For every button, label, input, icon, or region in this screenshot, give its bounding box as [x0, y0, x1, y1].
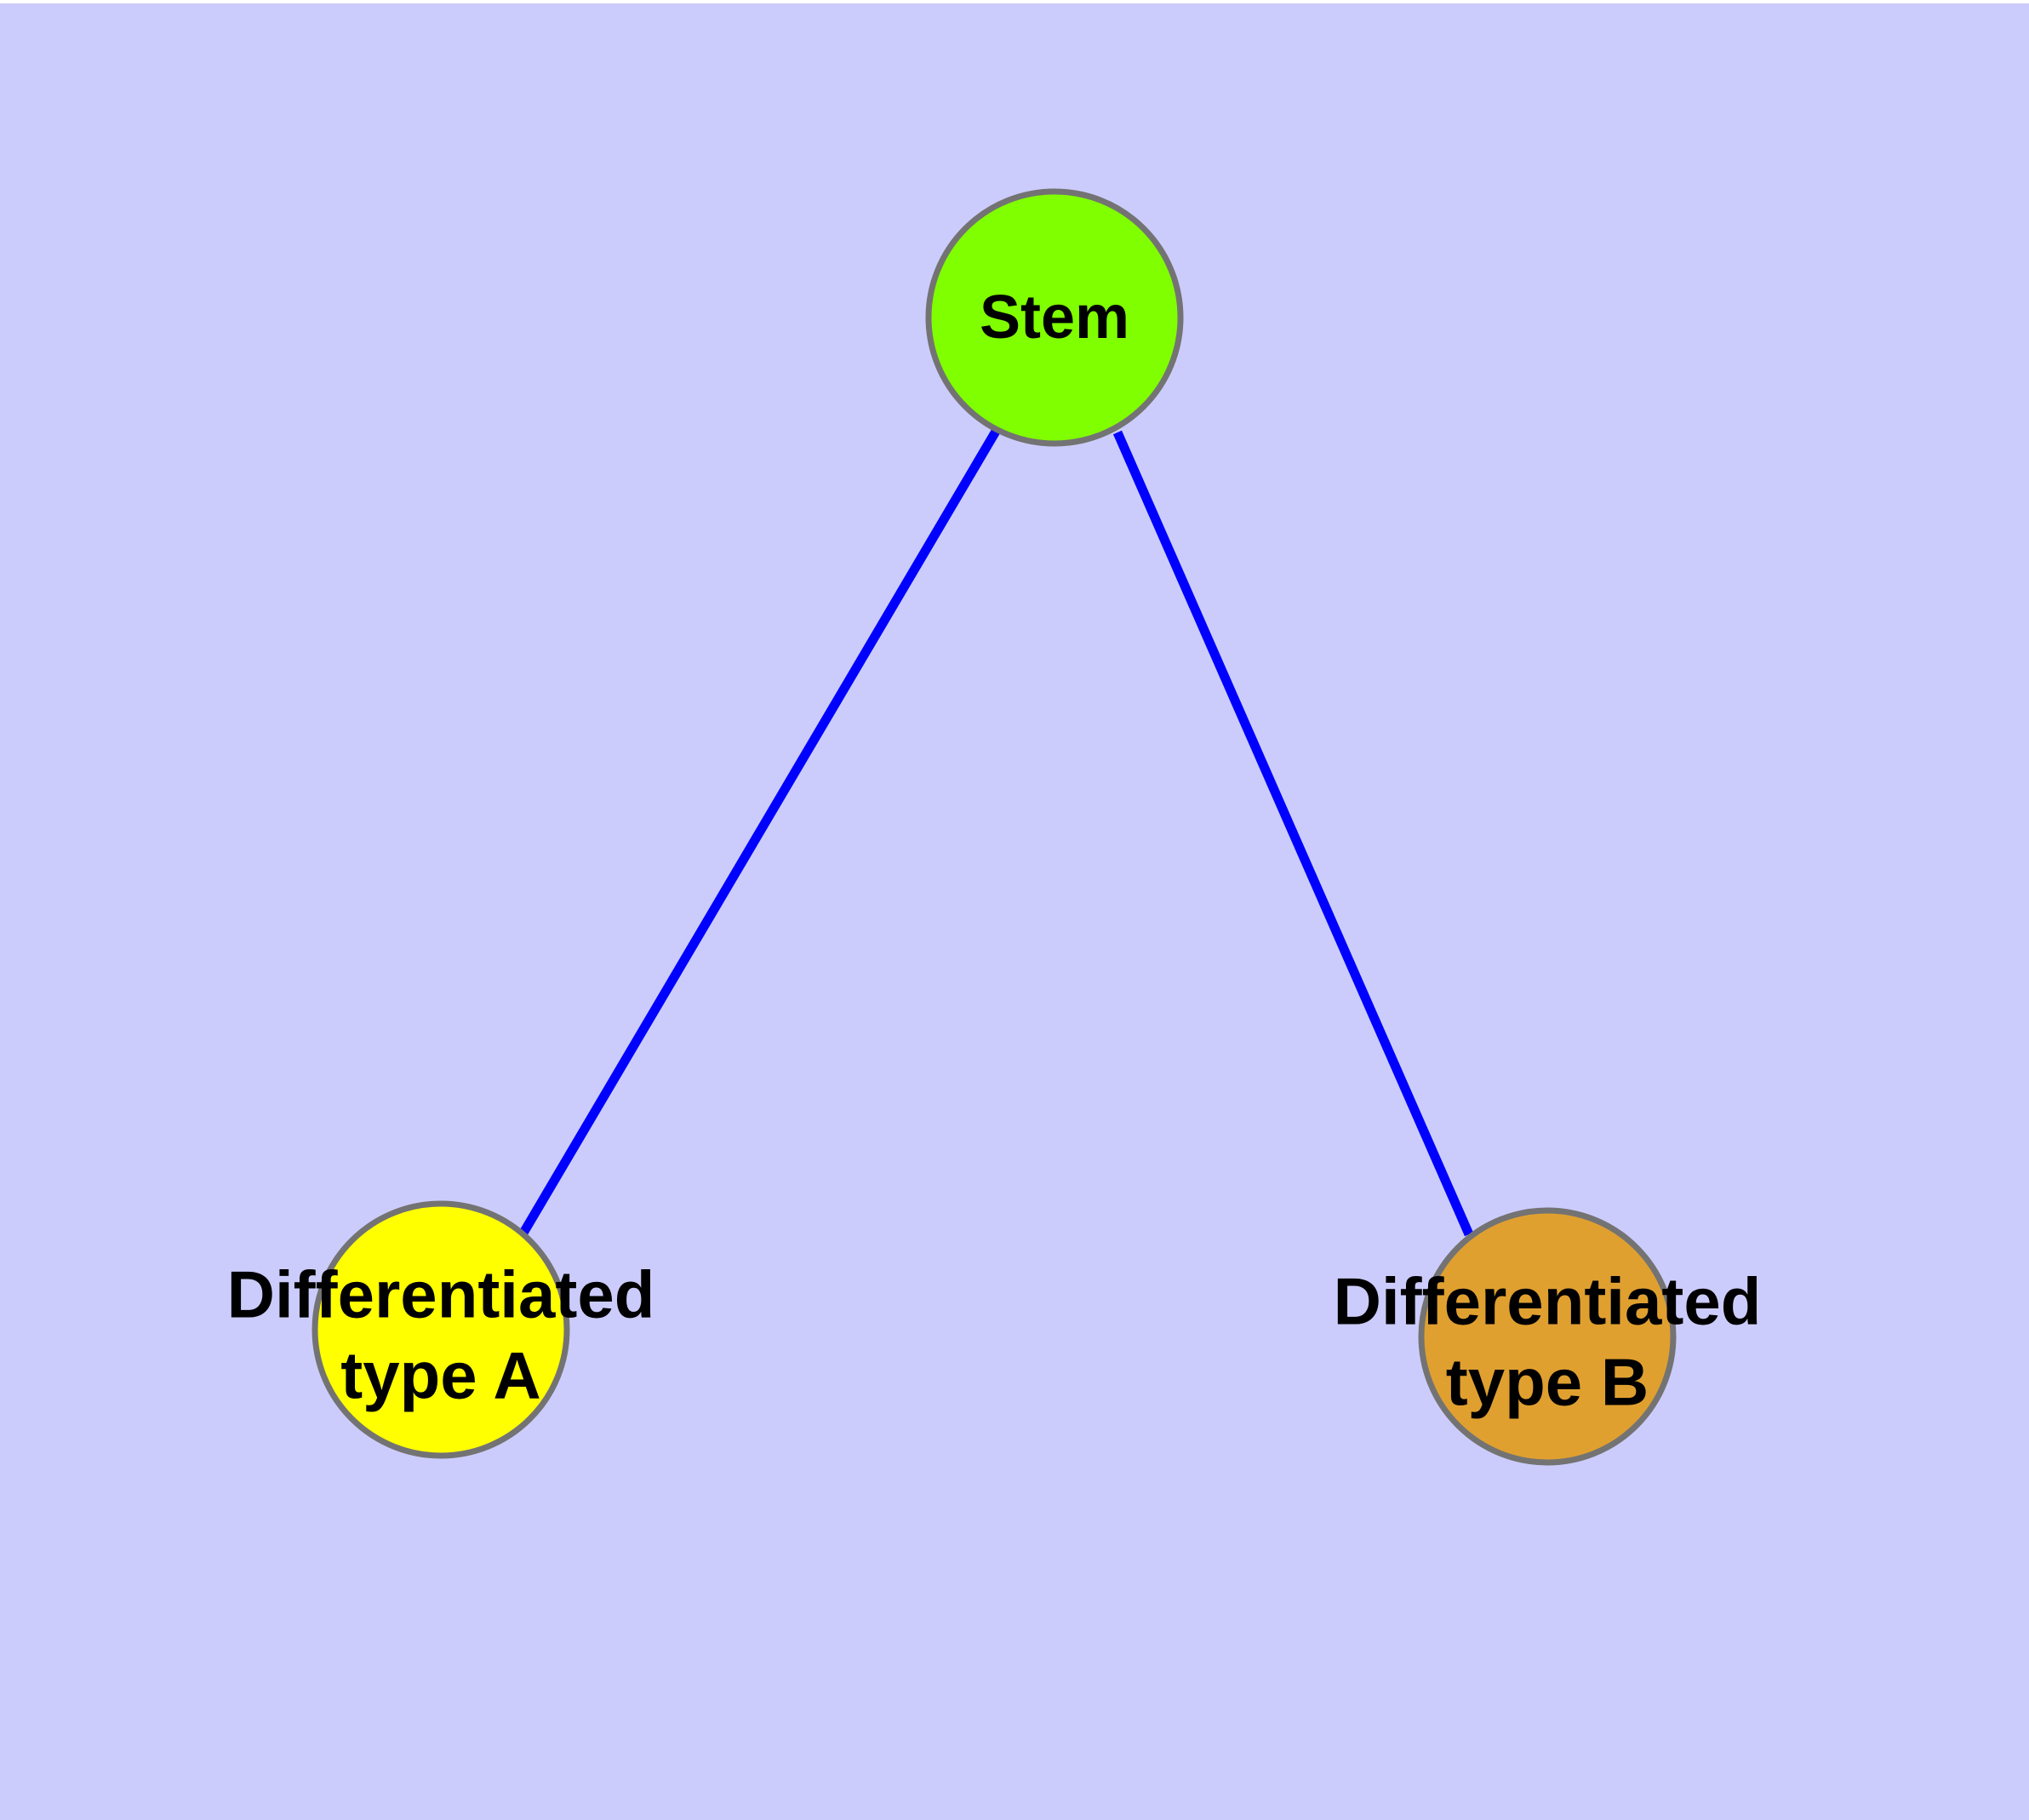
- node-stem[interactable]: Stem: [925, 188, 1184, 447]
- node-differentiated-type-b-label-line1: Differentiated: [1334, 1264, 1762, 1339]
- node-differentiated-type-b-circle[interactable]: [1418, 1207, 1677, 1466]
- node-stem-circle[interactable]: [925, 188, 1184, 447]
- edge-group: [518, 427, 1474, 1237]
- node-differentiated-type-a-label-line1: Differentiated: [227, 1257, 655, 1332]
- node-stem-label: Stem: [980, 283, 1129, 352]
- node-differentiated-type-a[interactable]: Differentiated type A: [227, 1200, 655, 1459]
- edge-stem-to-differentiated-type-a: [518, 427, 1001, 1237]
- node-differentiated-type-b[interactable]: Differentiated type B: [1334, 1207, 1762, 1466]
- node-differentiated-type-a-circle[interactable]: [311, 1200, 570, 1459]
- node-differentiated-type-b-label-line2: type B: [1446, 1345, 1649, 1420]
- edge-stem-to-differentiated-type-b: [1112, 430, 1474, 1237]
- node-differentiated-type-a-label-line2: type A: [340, 1338, 541, 1413]
